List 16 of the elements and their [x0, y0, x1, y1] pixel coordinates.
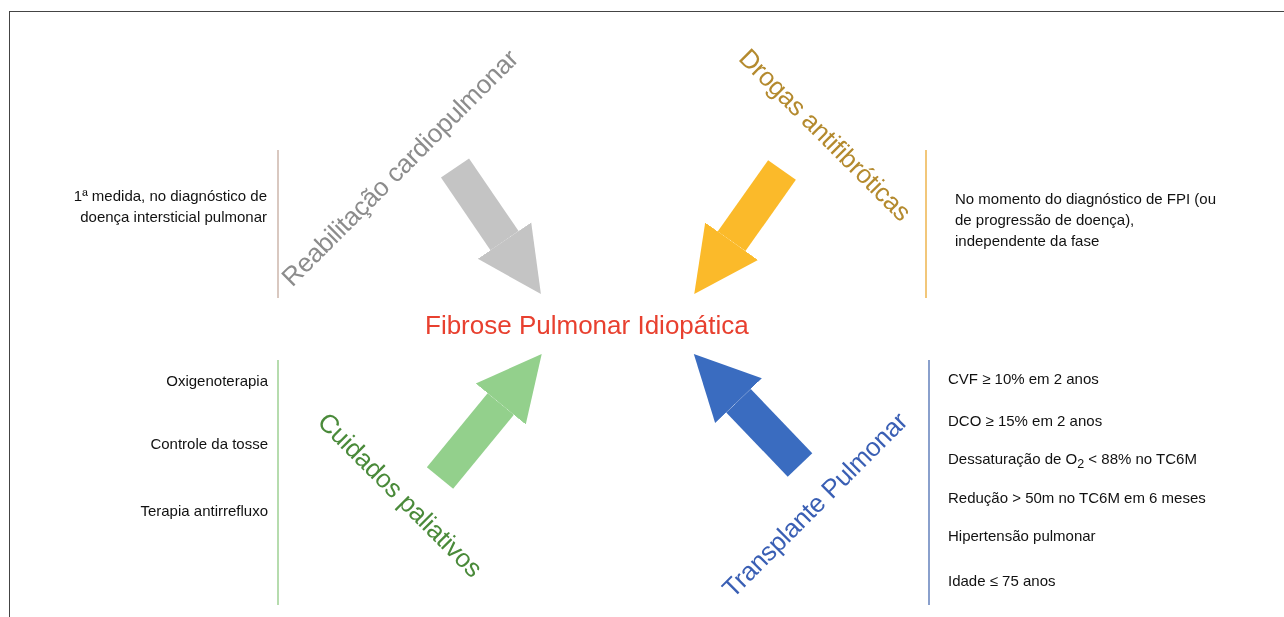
- note-text: Dessaturação de O$_{2}$ < 88% no TC6M: [948, 449, 1198, 473]
- note-text: Terapia antirrefluxo: [139, 501, 268, 521]
- block-arrow: [693, 354, 813, 477]
- note-text: Controle da tosse: [149, 434, 268, 454]
- note-text: No momento do diagnóstico de FPI (ou de progressão de doença), independente da fase: [955, 189, 1217, 251]
- central-title: Fibrose Pulmonar Idiopática: [425, 310, 749, 341]
- block-arrow: [694, 160, 796, 294]
- block-arrow: [440, 158, 541, 294]
- note-text: Redução > 50m no TC6M em 6 meses: [948, 488, 1207, 508]
- note-text: DCO ≥ 15% em 2 anos: [948, 411, 1104, 431]
- note-text: Oxigenoterapia: [165, 371, 268, 391]
- note-text: Idade ≤ 75 anos: [948, 571, 1057, 591]
- block-arrow: [426, 354, 542, 489]
- note-text: CVF ≥ 10% em 2 anos: [948, 369, 1100, 389]
- note-text: 1ª medida, no diagnóstico de doença intersticial pulmonar: [72, 186, 267, 227]
- note-text: Hipertensão pulmonar: [948, 526, 1097, 546]
